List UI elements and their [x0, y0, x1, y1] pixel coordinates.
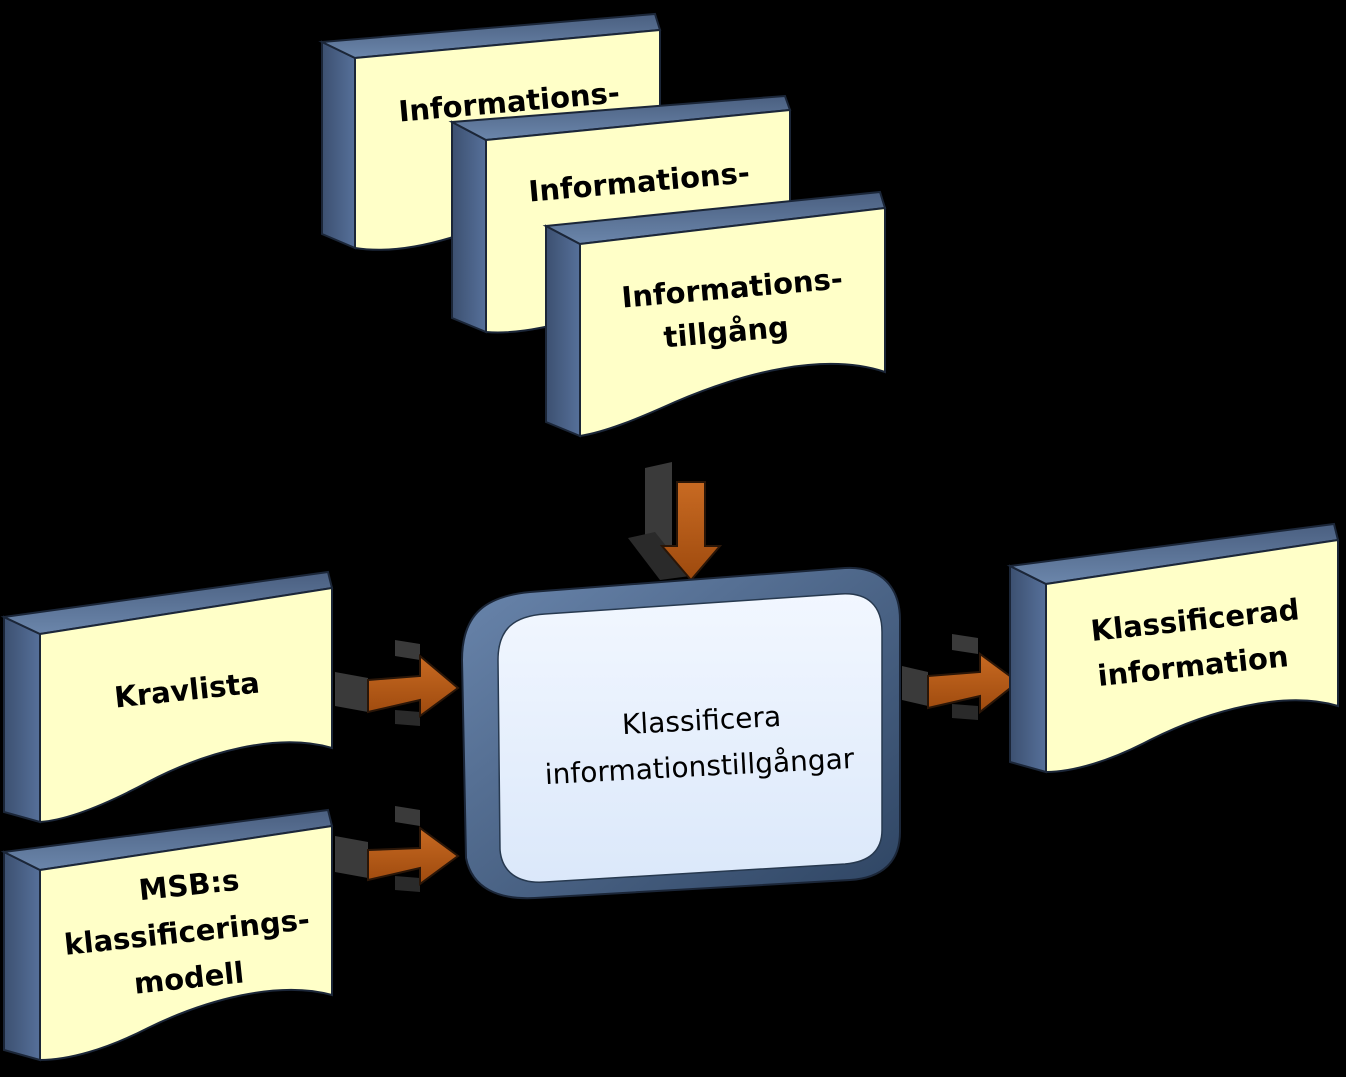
requirements-document: Kravlista [0, 570, 334, 824]
info-asset-document-3: Informations- tillgång [542, 190, 887, 438]
output-document: Klassificerad information [1006, 522, 1340, 774]
msb-model-document: MSB:s klassificerings- modell [0, 808, 334, 1062]
arrow-down-to-process [628, 462, 723, 582]
arrow-process-to-output [902, 634, 1020, 720]
process-box: Klassificera informationstillgångar [460, 566, 901, 900]
arrow-requirements-to-process [335, 640, 460, 726]
arrow-model-to-process [335, 806, 460, 892]
